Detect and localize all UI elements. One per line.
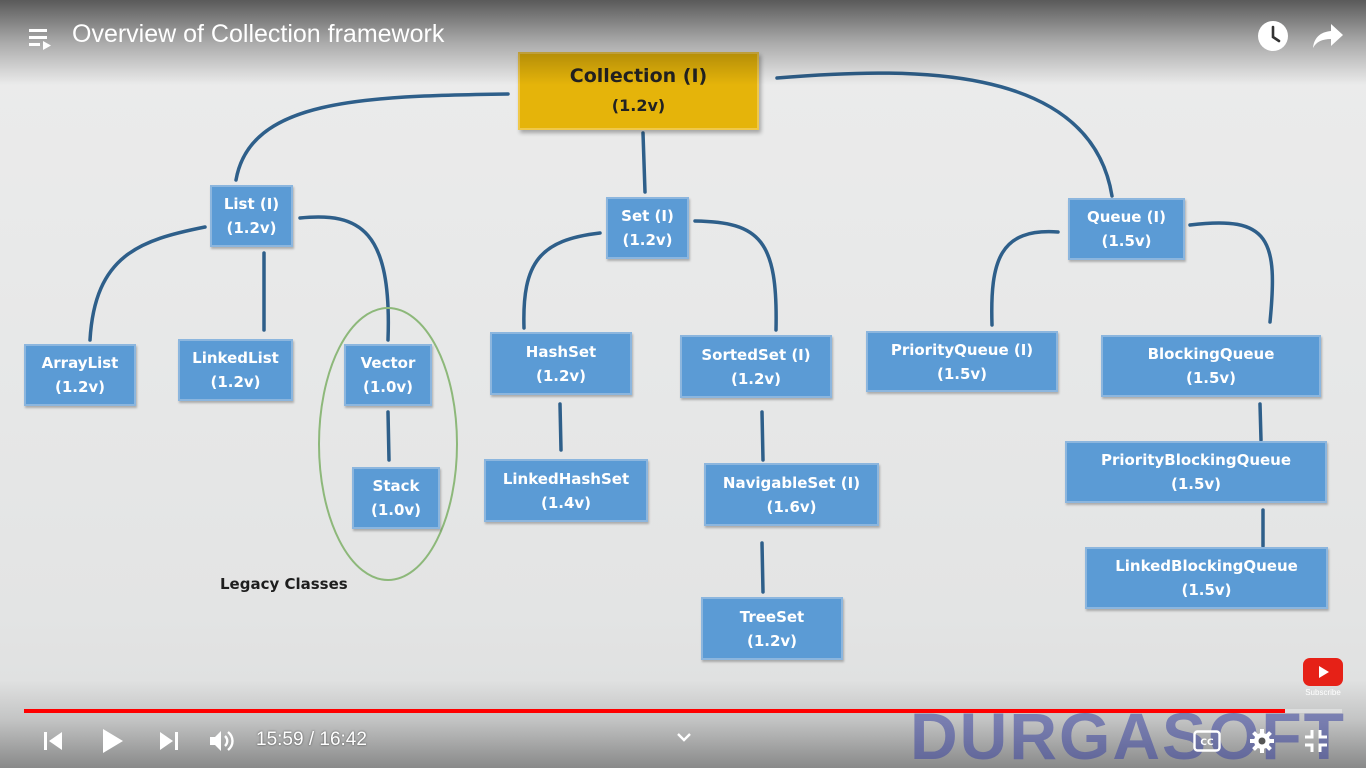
node-version: (1.2v)	[226, 219, 277, 237]
node-priorityqueue: PriorityQueue (I) (1.5v)	[866, 331, 1058, 392]
node-linkedhashset: LinkedHashSet (1.4v)	[484, 459, 648, 522]
volume-icon[interactable]	[208, 728, 236, 754]
node-name: LinkedList	[192, 349, 279, 367]
legacy-highlight-ellipse	[318, 307, 458, 581]
node-version: (1.4v)	[540, 493, 592, 512]
youtube-logo-icon	[1303, 658, 1343, 686]
node-name: LinkedHashSet	[502, 469, 630, 488]
node-version: (1.2v)	[746, 631, 798, 650]
node-name: Stack	[372, 477, 420, 495]
video-title[interactable]: Overview of Collection framework	[72, 20, 445, 48]
play-icon[interactable]	[98, 726, 126, 756]
node-blockingqueue: BlockingQueue (1.5v)	[1101, 335, 1321, 397]
node-version: (1.2v)	[210, 373, 261, 391]
node-version: (1.2v)	[611, 96, 666, 115]
node-name: BlockingQueue	[1147, 345, 1275, 363]
node-name: List (I)	[223, 195, 280, 213]
node-version: (1.0v)	[362, 378, 414, 396]
node-version: (1.6v)	[766, 497, 817, 516]
node-name: PriorityQueue (I)	[890, 340, 1034, 359]
subscribe-button[interactable]: Subscribe	[1301, 658, 1345, 697]
svg-text:CC: CC	[1200, 738, 1214, 748]
node-navigableset: NavigableSet (I) (1.6v)	[704, 463, 879, 526]
clock-icon[interactable]	[1256, 19, 1290, 53]
progress-played	[24, 709, 1286, 713]
node-version: (1.2v)	[730, 369, 782, 388]
node-list: List (I) (1.2v)	[210, 185, 293, 247]
node-name: HashSet	[525, 342, 597, 361]
node-name: SortedSet (I)	[701, 345, 811, 364]
node-version: (1.2v)	[622, 231, 673, 249]
node-version: (1.5v)	[1181, 581, 1232, 599]
playlist-icon[interactable]	[26, 24, 56, 52]
node-sortedset: SortedSet (I) (1.2v)	[680, 335, 832, 398]
node-version: (1.2v)	[54, 378, 106, 396]
node-name: ArrayList	[41, 354, 119, 372]
chevron-down-icon[interactable]	[674, 728, 694, 746]
captions-icon[interactable]: CC	[1192, 728, 1222, 754]
time-display: 15:59 / 16:42	[256, 729, 367, 750]
node-linkedblockingqueue: LinkedBlockingQueue (1.5v)	[1085, 547, 1328, 609]
node-name: Set (I)	[621, 207, 674, 225]
node-priorityblockingqueue: PriorityBlockingQueue (1.5v)	[1065, 441, 1327, 503]
node-name: Vector	[360, 354, 416, 372]
progress-bar[interactable]	[24, 709, 1342, 713]
exit-fullscreen-icon[interactable]	[1302, 727, 1330, 755]
node-queue: Queue (I) (1.5v)	[1068, 198, 1185, 260]
node-arraylist: ArrayList (1.2v)	[24, 344, 136, 406]
node-version: (1.5v)	[1185, 369, 1237, 387]
node-hashset: HashSet (1.2v)	[490, 332, 632, 395]
node-linkedlist: LinkedList (1.2v)	[178, 339, 293, 401]
node-vector: Vector (1.0v)	[344, 344, 432, 406]
node-name: LinkedBlockingQueue	[1115, 557, 1298, 575]
legacy-classes-label: Legacy Classes	[220, 575, 348, 593]
top-gradient	[0, 0, 1366, 85]
node-name: PriorityBlockingQueue	[1100, 451, 1292, 469]
node-name: NavigableSet (I)	[722, 473, 861, 492]
node-set: Set (I) (1.2v)	[606, 197, 689, 259]
settings-gear-icon[interactable]	[1247, 726, 1277, 756]
node-version: (1.2v)	[535, 366, 587, 385]
subscribe-label: Subscribe	[1305, 688, 1341, 697]
node-treeset: TreeSet (1.2v)	[701, 597, 843, 660]
bottom-gradient	[0, 680, 1366, 768]
share-icon[interactable]	[1310, 20, 1346, 52]
node-name: Queue (I)	[1087, 208, 1166, 226]
node-version: (1.5v)	[1101, 232, 1152, 250]
node-name: TreeSet	[739, 607, 805, 626]
previous-icon[interactable]	[40, 728, 66, 754]
node-version: (1.0v)	[370, 501, 422, 519]
node-stack: Stack (1.0v)	[352, 467, 440, 529]
next-icon[interactable]	[156, 728, 182, 754]
node-version: (1.5v)	[936, 364, 988, 383]
node-version: (1.5v)	[1170, 475, 1222, 493]
